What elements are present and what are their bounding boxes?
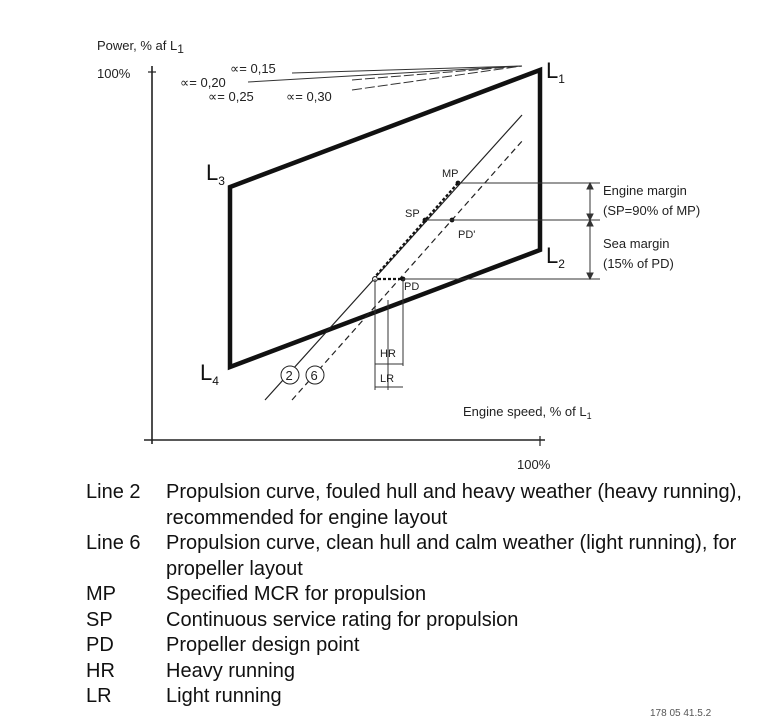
legend-key: SP — [86, 608, 113, 631]
figure-code: 178 05 41.5.2 — [650, 708, 712, 719]
propulsion-line-6 — [291, 139, 524, 401]
corner-l3: L3 — [206, 160, 225, 188]
alpha-label-015: ∝= 0,15 — [230, 61, 276, 76]
operating-curve — [372, 182, 459, 280]
legend-key: PD — [86, 634, 114, 656]
legend-desc: Light running — [166, 685, 282, 707]
corner-l2: L2 — [546, 243, 565, 271]
x-axis-max-label: 100% — [517, 457, 551, 472]
hr-label: HR — [380, 348, 396, 360]
legend-desc: Propeller design point — [166, 634, 360, 656]
x-axis-label: Engine speed, % of L1 — [463, 404, 592, 421]
legend-desc: Propulsion curve, fouled hull and heavy … — [166, 481, 742, 529]
legend-key: LR — [86, 685, 112, 707]
curve-2-number: 2 — [286, 368, 293, 383]
legend: Line 2 Propulsion curve, fouled hull and… — [86, 480, 746, 710]
legend-row-pd: PD Propeller design point — [86, 633, 746, 659]
legend-row-mp: MP Specified MCR for propulsion — [86, 582, 746, 608]
sea-margin-detail: (15% of PD) — [603, 256, 674, 271]
mp-label: MP — [442, 168, 459, 180]
legend-key: Line 6 — [86, 532, 141, 554]
hr-lr-guides — [374, 279, 404, 390]
legend-row-lr: LR Light running — [86, 684, 746, 710]
pd-prime-label: PD' — [458, 229, 475, 241]
sp-label: SP — [405, 208, 420, 220]
alpha-label-025: ∝= 0,25 — [208, 89, 254, 104]
corner-l1: L1 — [546, 58, 565, 86]
legend-desc: Specified MCR for propulsion — [166, 583, 427, 605]
legend-row-line-6: Line 6 Propulsion curve, clean hull and … — [86, 531, 746, 582]
legend-key: Line 2 — [86, 481, 141, 503]
margin-guides — [403, 182, 600, 280]
lr-label: LR — [380, 373, 394, 385]
margin-arrows — [586, 181, 594, 281]
engine-margin-detail: (SP=90% of MP) — [603, 203, 700, 218]
engine-margin-label: Engine margin — [603, 183, 687, 198]
legend-row-sp: SP Continuous service rating for propuls… — [86, 608, 746, 634]
legend-row-line-2: Line 2 Propulsion curve, fouled hull and… — [86, 480, 746, 531]
layout-diagram: Power, % af L1 100% Engine speed, % of L… — [97, 38, 700, 472]
layout-area — [227, 66, 543, 371]
legend-key: HR — [86, 659, 115, 682]
y-axis-label: Power, % af L1 — [97, 38, 184, 56]
legend-desc: Heavy running — [166, 659, 295, 682]
alpha-label-020: ∝= 0,20 — [180, 75, 226, 90]
curve-6-circle — [305, 365, 325, 385]
propulsion-line-2 — [264, 114, 523, 401]
legend-key: MP — [86, 583, 116, 605]
sea-margin-label: Sea margin — [603, 236, 669, 251]
curve-2-circle — [280, 365, 300, 385]
y-axis-max-label: 100% — [97, 66, 131, 81]
alpha-label-030: ∝= 0,30 — [286, 89, 332, 104]
alpha-lines — [247, 65, 523, 91]
curve-6-number: 6 — [311, 368, 318, 383]
corner-l4: L4 — [200, 360, 219, 388]
legend-desc: Continuous service rating for propulsion — [166, 608, 519, 631]
pd-label: PD — [404, 281, 419, 293]
legend-row-hr: HR Heavy running — [86, 659, 746, 685]
legend-desc: Propulsion curve, clean hull and calm we… — [166, 532, 737, 580]
